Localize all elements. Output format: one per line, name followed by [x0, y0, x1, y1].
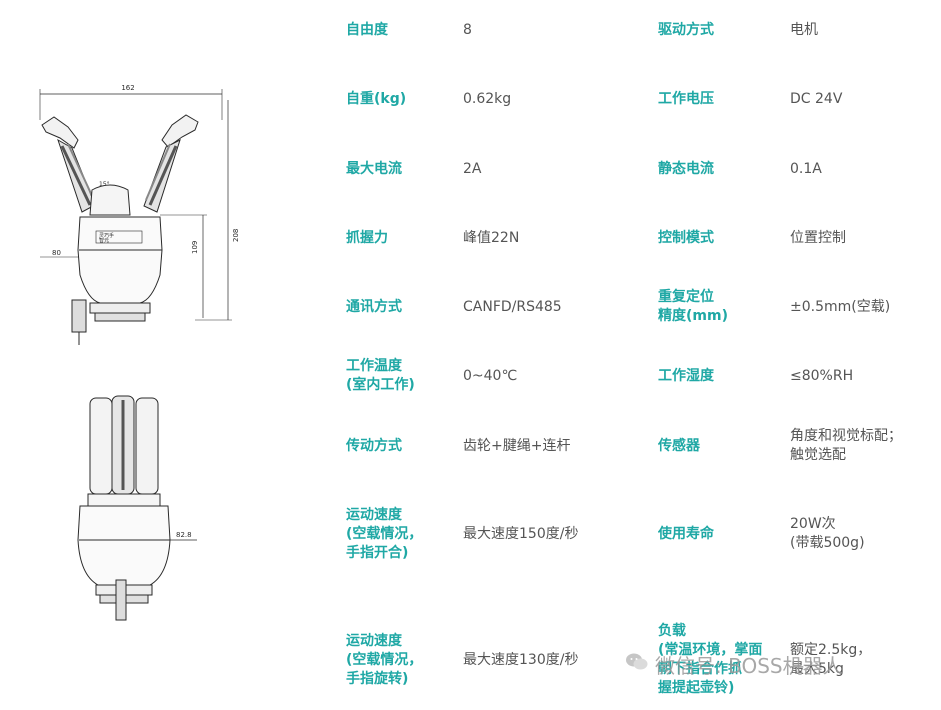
spec-value: 位置控制 [790, 229, 846, 246]
front-view-drawing [77, 395, 197, 621]
spec-value: 2A [463, 160, 482, 177]
spec-label: 自由度 [346, 21, 388, 38]
right-finger [143, 114, 199, 213]
spec-value: 电机 [790, 21, 818, 38]
top-view-drawing [39, 89, 232, 345]
spec-label: 驱动方式 [658, 21, 714, 38]
spec-value: ±0.5mm(空载) [790, 298, 891, 315]
spec-label: 运动速度(空载情况，手指旋转) [346, 632, 423, 687]
width-dimension-162: 162 [121, 84, 134, 92]
spec-value: DC 24V [790, 90, 843, 107]
spec-value: 额定2.5kg，最大5kg [790, 642, 872, 677]
spec-value: 最大速度150度/秒 [463, 525, 579, 542]
spec-value: CANFD/RS485 [463, 298, 562, 315]
watermark: 微信号: BOSS机器人 [625, 650, 925, 682]
spec-label: 抓握力 [346, 229, 388, 246]
spec-value: 0~40℃ [463, 367, 518, 384]
width-dimension-82-8: 82.8 [176, 531, 192, 539]
logo-line1: 灵巧手 [99, 232, 114, 239]
spec-label: 使用寿命 [658, 525, 714, 542]
spec-label: 运动速度(空载情况，手指开合) [346, 506, 423, 561]
left-finger [41, 116, 96, 213]
left-dimension-80: 80 [52, 249, 61, 257]
spec-label: 工作电压 [658, 90, 714, 107]
technical-drawings: 162 208 109 80 15° 灵巧手 智元 82.8 [0, 0, 300, 706]
spec-value: 峰值22N [463, 229, 520, 246]
spec-value: 0.62kg [463, 90, 512, 107]
spec-label: 静态电流 [658, 160, 714, 177]
spec-label: 工作湿度 [658, 367, 714, 384]
spec-label: 控制模式 [658, 229, 714, 246]
spec-label: 工作温度(室内工作) [346, 358, 415, 393]
spec-label: 重复定位精度(mm) [658, 289, 728, 324]
spec-table: 自由度 8 驱动方式 电机自重(kg) 0.62kg 工作电压 DC 24V 最大电流 2A 静态… [300, 0, 941, 706]
spec-label: 传动方式 [346, 437, 402, 454]
front-finger-right [135, 397, 159, 495]
gripper-drawing-svg: 162 208 109 80 15° 灵巧手 智元 82.8 [39, 84, 240, 621]
spec-value: 20W次(带载500g) [790, 516, 865, 551]
spec-value: 角度和视觉标配；触觉选配 [790, 428, 902, 463]
spec-label: 负载(常温环境，掌面朝下指合作抓握提起壶铃) [658, 623, 763, 696]
wechat-icon [625, 650, 649, 682]
height-dimension-208: 208 [232, 229, 240, 242]
spec-label: 最大电流 [346, 160, 402, 177]
spec-value: 最大速度130度/秒 [463, 651, 579, 668]
height-dimension-109: 109 [191, 241, 199, 254]
spec-value: 8 [463, 21, 472, 38]
spec-value: 齿轮+腱绳+连杆 [463, 437, 571, 454]
front-finger-left [89, 397, 113, 495]
spec-label: 通讯方式 [346, 298, 402, 315]
angle-dimension: 15° [99, 181, 110, 188]
spec-label: 自重(kg) [346, 90, 407, 107]
logo-line2: 智元 [99, 237, 109, 244]
spec-value: ≤80%RH [790, 367, 854, 384]
spec-label: 传感器 [658, 437, 700, 454]
watermark-text: 微信号: BOSS机器人 [655, 654, 843, 678]
spec-value: 0.1A [790, 160, 822, 177]
